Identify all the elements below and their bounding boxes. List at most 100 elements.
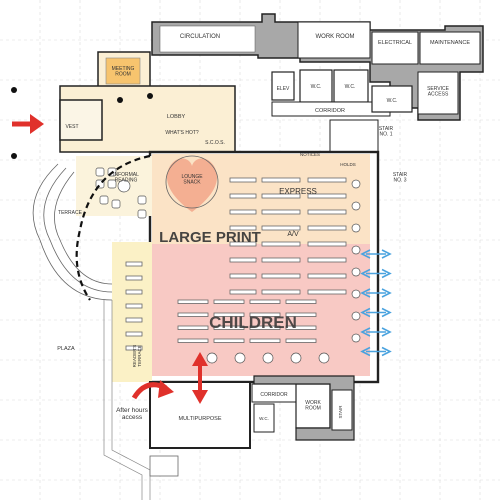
blue-arrow-head [381,346,392,357]
shelf [213,325,245,330]
elevator [271,71,295,101]
table [351,223,361,233]
label-notices: NOTICES [300,152,320,157]
label-whats-hot: WHAT'S HOT? [165,130,199,136]
label-corridor-top: CORRIDOR [315,108,345,114]
shelf [307,225,347,231]
shelf [261,273,301,279]
chair [95,167,105,177]
label-wc-bottom: W.C. [259,416,269,421]
table [351,201,361,211]
shelf [249,299,281,304]
table [351,179,361,189]
label-scos: S.C.O.S. [205,140,225,146]
blue-arrow-head [381,327,392,337]
shelf [125,345,143,351]
plaza-planter [149,455,179,477]
terrace-arc-outer [32,163,113,301]
chair [107,179,117,189]
bottom-rooms [149,375,355,449]
shelf [125,331,143,337]
stair-1 [329,119,379,155]
blue-arrow-head [381,249,392,259]
blue-arrow-head [360,268,371,279]
shelf [285,299,317,304]
shelf [229,225,257,231]
label-work-room-top: WORK ROOM [316,34,355,40]
double-arrow-horizontal-icon [360,249,392,259]
shelf [261,209,301,215]
shelf [125,275,143,281]
table [351,311,361,321]
shelf [125,289,143,295]
work-room-top [297,21,371,59]
blue-arrow-head [360,288,371,298]
blue-arrow-head [381,307,392,318]
table [117,179,131,193]
table [290,352,302,364]
shelf [307,193,347,199]
shelf [177,338,209,343]
double-arrow-horizontal-icon [360,307,392,318]
shelf [213,312,245,317]
label-multipurpose: MULTIPURPOSE [179,416,222,422]
shelf [307,241,347,247]
blue-arrow-head [360,327,371,337]
shelf [177,312,209,317]
circulation-room [159,25,256,53]
shelf [307,257,347,263]
wc-bottom [253,403,275,433]
meeting-room-highlight [105,57,141,85]
shelf [285,325,317,330]
lounge [165,155,219,212]
shelf [249,325,281,330]
entry-dot [147,93,153,99]
terrace-arc-mid [43,167,113,293]
label-plaza: PLAZA [57,346,75,352]
entry-dot [11,153,17,159]
table [351,267,361,277]
wc-block [271,69,413,155]
zone-large-print: LARGE PRINT [159,229,261,246]
double-arrow-horizontal-icon [360,268,392,279]
label-wc-1: W.C. [311,84,322,90]
informal-seating [95,167,147,219]
label-circulation: CIRCULATION [180,34,220,40]
label-elev: ELEV [277,86,290,92]
blue-arrow-head [381,288,392,298]
table [206,352,218,364]
shelf [307,289,347,295]
blue-arrow-head [360,249,371,259]
chair [137,209,147,219]
service-access-room [417,71,459,115]
plaza-steps [103,300,179,500]
blue-arrow-head [360,346,371,357]
table [262,352,274,364]
maintenance-room [419,31,481,65]
curtain-wall [75,154,151,301]
table [351,245,361,255]
zone-children: CHILDREN [209,313,297,332]
entry-dot [117,97,123,103]
table [351,333,361,343]
wc-room-3 [371,85,413,113]
table [234,352,246,364]
shelf [307,273,347,279]
table [351,289,361,299]
double-arrow-horizontal-icons [360,249,392,357]
shelf [125,303,143,309]
shelf [249,312,281,317]
wc-room-1 [299,69,333,103]
entry-dot [11,87,17,93]
shelf [229,289,257,295]
label-wc-3: W.C. [387,98,398,104]
chair [111,199,121,209]
label-electrical: ELECTRICAL [378,40,412,46]
shelf [249,338,281,343]
